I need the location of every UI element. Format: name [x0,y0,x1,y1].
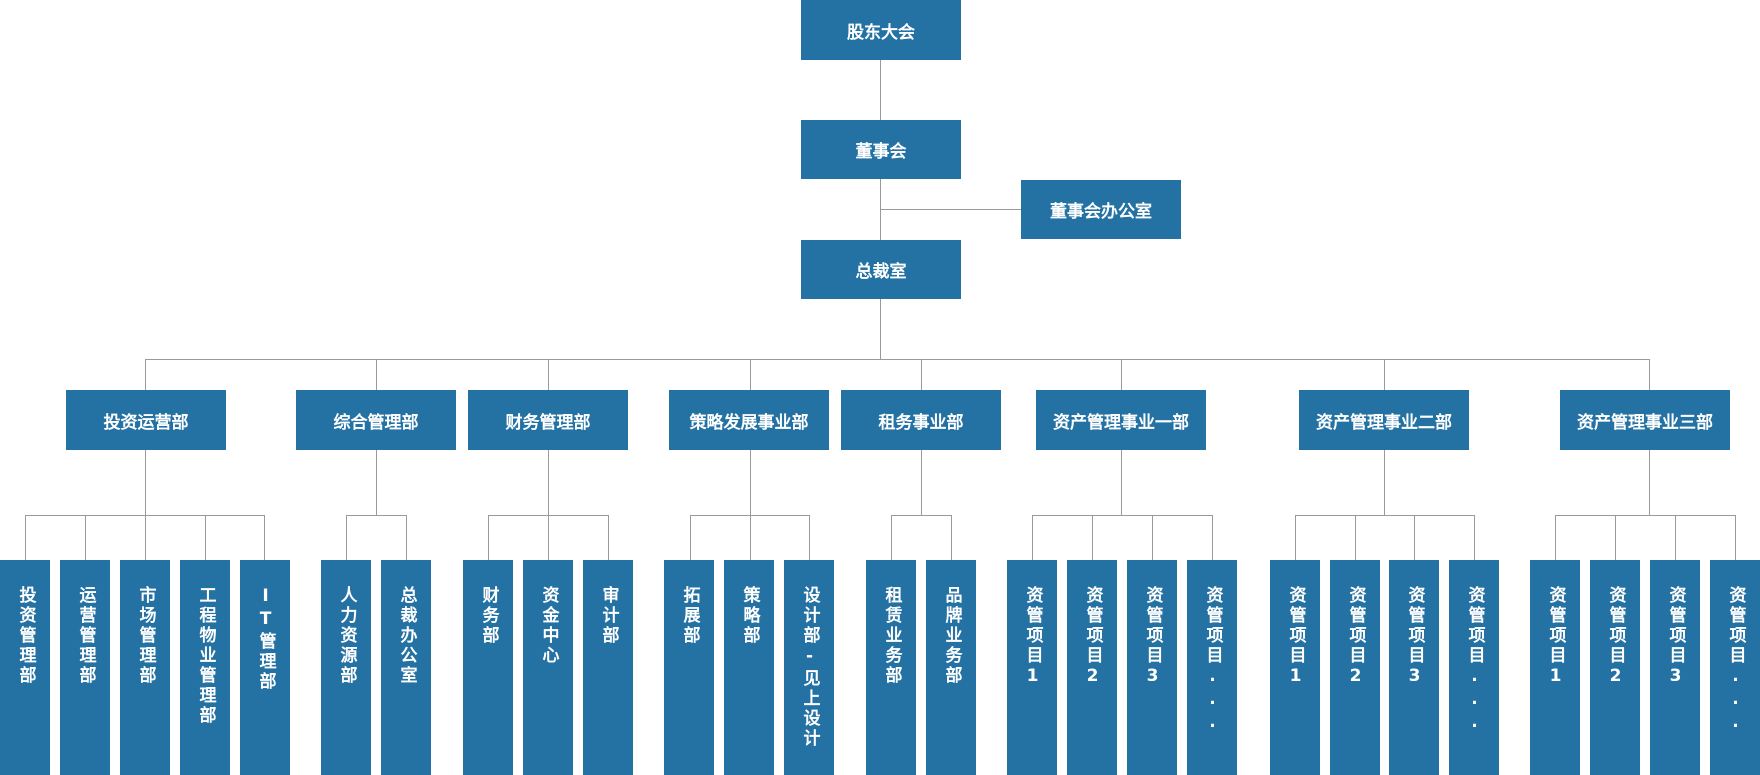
node-sub-unit: 资管项目... [1187,560,1237,775]
node-sub-unit: 设计部-见上设计 [784,560,834,775]
node-sub-unit: 租赁业务部 [866,560,916,775]
node-board-office: 董事会办公室 [1021,180,1181,239]
node-dept: 综合管理部 [296,390,456,450]
node-president-office: 总裁室 [801,240,961,299]
node-sub-unit: 总裁办公室 [381,560,431,775]
node-sub-unit: 资管项目2 [1067,560,1117,775]
node-dept: 策略发展事业部 [669,390,829,450]
node-board-of-directors: 董事会 [801,120,961,179]
node-sub-unit: 资管项目2 [1590,560,1640,775]
node-sub-unit: 审计部 [583,560,633,775]
node-sub-unit: 财务部 [463,560,513,775]
node-sub-unit: 运营管理部 [60,560,110,775]
node-sub-unit: 资管项目1 [1007,560,1057,775]
node-sub-unit: 资管项目3 [1389,560,1439,775]
node-dept: 投资运营部 [66,390,226,450]
node-sub-unit: 资管项目3 [1650,560,1700,775]
node-dept: 资产管理事业二部 [1299,390,1469,450]
node-sub-unit: 人力资源部 [321,560,371,775]
node-sub-unit: 投资管理部 [0,560,50,775]
node-sub-unit: 资管项目2 [1330,560,1380,775]
node-sub-unit: 市场管理部 [120,560,170,775]
node-sub-unit: 资金中心 [523,560,573,775]
node-sub-unit: 工程物业管理部 [180,560,230,775]
node-sub-unit: 资管项目3 [1127,560,1177,775]
node-sub-unit: 资管项目1 [1530,560,1580,775]
node-sub-unit: IT管理部 [240,560,290,775]
node-shareholders-meeting: 股东大会 [801,0,961,60]
node-dept: 资产管理事业三部 [1560,390,1730,450]
node-sub-unit: 品牌业务部 [926,560,976,775]
node-dept: 租务事业部 [841,390,1001,450]
node-sub-unit: 资管项目1 [1270,560,1320,775]
node-dept: 财务管理部 [468,390,628,450]
node-sub-unit: 策略部 [724,560,774,775]
node-sub-unit: 资管项目... [1710,560,1760,775]
node-sub-unit: 资管项目... [1449,560,1499,775]
node-sub-unit: 拓展部 [664,560,714,775]
node-dept: 资产管理事业一部 [1036,390,1206,450]
